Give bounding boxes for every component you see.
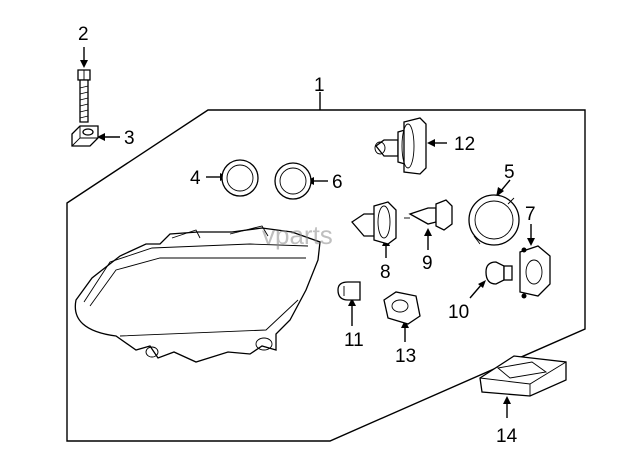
callout-8: 8 [380, 262, 391, 283]
bulb-icon [374, 117, 427, 175]
seal-ring-icon [221, 159, 259, 197]
bulb-icon [351, 201, 397, 245]
bulb-icon [404, 199, 453, 231]
callout-3: 3 [124, 128, 135, 149]
control-unit-icon [479, 355, 567, 397]
callout-6: 6 [332, 172, 343, 193]
headlamp-housing-icon [74, 225, 321, 363]
bolt-icon [77, 69, 91, 123]
callout-4: 4 [190, 168, 201, 189]
callout-11: 11 [344, 330, 364, 351]
bulb-icon [485, 261, 513, 285]
leader-lines [80, 47, 535, 418]
callout-12: 12 [454, 134, 475, 155]
callout-1: 1 [314, 75, 325, 96]
socket-icon [519, 245, 551, 299]
bulb-icon [337, 281, 361, 301]
callout-14: 14 [496, 426, 518, 447]
callout-9: 9 [422, 253, 433, 274]
assembly-boundary [66, 109, 586, 442]
callout-labels: 1 2 3 4 5 6 7 8 9 10 11 12 13 14 [78, 24, 536, 447]
watermark: vparts [262, 220, 333, 250]
callout-10: 10 [448, 302, 469, 323]
seal-ring-icon [274, 162, 312, 200]
cover-cap-icon [468, 194, 520, 246]
callout-7: 7 [525, 204, 536, 225]
socket-icon [383, 291, 421, 325]
callout-5: 5 [504, 162, 515, 183]
callout-13: 13 [395, 346, 416, 367]
clip-nut-icon [71, 125, 99, 147]
callout-2: 2 [78, 24, 89, 45]
